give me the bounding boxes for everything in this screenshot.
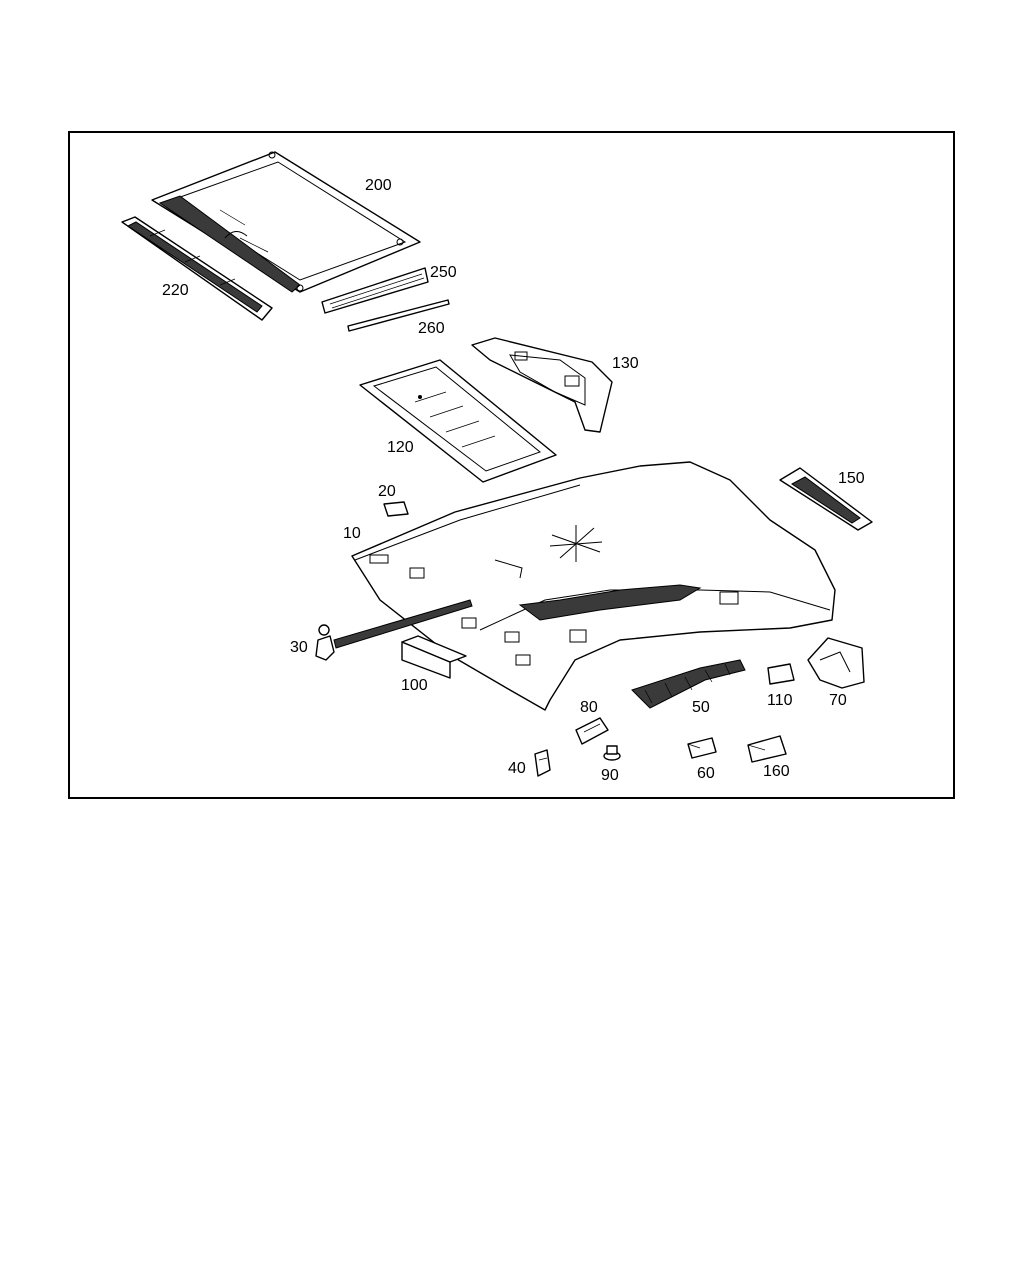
part-250-drain-channel [321, 267, 429, 314]
callout-30: 30 [290, 639, 308, 656]
callout-80: 80 [580, 699, 598, 716]
part-120-insulation-pad [359, 359, 557, 483]
callout-40: 40 [508, 760, 526, 777]
callout-70: 70 [829, 692, 847, 709]
part-110-pad [767, 663, 795, 685]
callout-20: 20 [378, 483, 396, 500]
part-100-foam-block [401, 635, 467, 679]
part-90-push-pin [603, 745, 621, 761]
part-200-sunroof-frame [151, 151, 421, 293]
part-130-rear-bracket [471, 337, 613, 433]
callout-100: 100 [401, 677, 428, 694]
callout-250: 250 [430, 264, 457, 281]
part-160-foam-block [747, 735, 787, 763]
callout-200: 200 [365, 177, 392, 194]
callout-110: 110 [767, 692, 793, 709]
part-40-bracket [534, 749, 551, 777]
center-star-mark [549, 525, 603, 562]
part-150-rear-trim [779, 467, 873, 531]
part-30-clip [315, 599, 473, 661]
callout-150: 150 [838, 470, 865, 487]
part-260-seal-strip [347, 299, 450, 332]
callout-50: 50 [692, 699, 710, 716]
callout-220: 220 [162, 282, 189, 299]
part-20-pad [383, 501, 409, 517]
part-80-connector [575, 717, 609, 745]
part-70-end-cap [807, 637, 865, 689]
part-220-front-rail [121, 216, 273, 321]
callout-130: 130 [612, 355, 639, 372]
callout-260: 260 [418, 320, 445, 337]
callout-10: 10 [343, 525, 361, 542]
part-10-headliner [351, 461, 836, 711]
callout-60: 60 [697, 765, 715, 782]
callout-120: 120 [387, 439, 414, 456]
part-60-foam-block [687, 737, 717, 759]
callout-90: 90 [601, 767, 619, 784]
diagram-frame [68, 131, 955, 799]
part-50-corrugated-trim [631, 659, 746, 709]
callout-160: 160 [763, 763, 790, 780]
